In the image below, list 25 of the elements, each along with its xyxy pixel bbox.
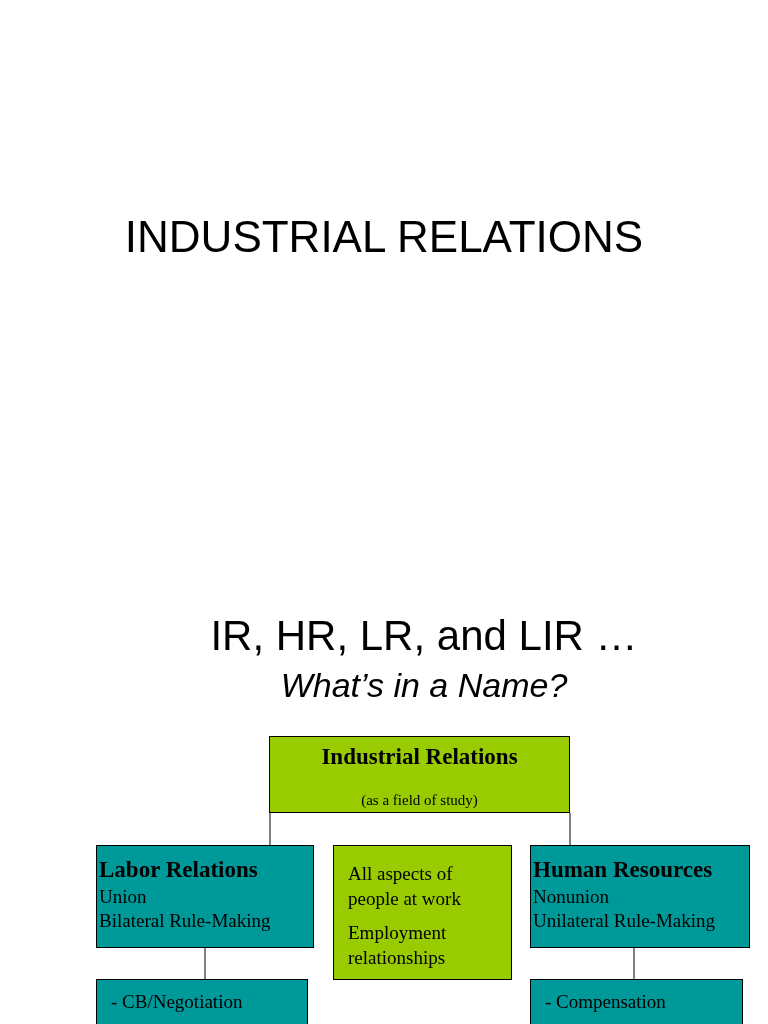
process-box [530,845,750,948]
connector-line [633,947,635,980]
node-heading: Industrial Relations [321,743,518,771]
process-box [269,736,570,813]
slide-heading: IR, HR, LR, and LIR … [209,612,639,660]
process-box [333,845,512,980]
node-text: Employment relationships [348,921,448,971]
connector-line [204,947,206,980]
process-box [96,979,308,1024]
node-text: - Compensation [545,990,666,1014]
slide-subheading: What’s in a Name? [279,666,569,705]
node-text: Nonunion [533,884,609,909]
process-box [96,845,314,948]
connector-line [569,812,571,846]
node-text: - CB/Negotiation [111,990,243,1014]
node-heading: Human Resources [533,856,713,884]
node-text: All aspects of people at work [348,862,462,911]
node-text: Unilateral Rule-Making [533,909,716,934]
node-text: Bilateral Rule-Making [99,909,271,934]
node-text: Union [99,884,147,909]
node-heading: Labor Relations [99,856,258,884]
slide-title: INDUSTRIAL RELATIONS [123,212,645,262]
process-box [530,979,743,1024]
node-subtitle: (as a field of study) [361,791,478,809]
connector-line [269,812,271,846]
